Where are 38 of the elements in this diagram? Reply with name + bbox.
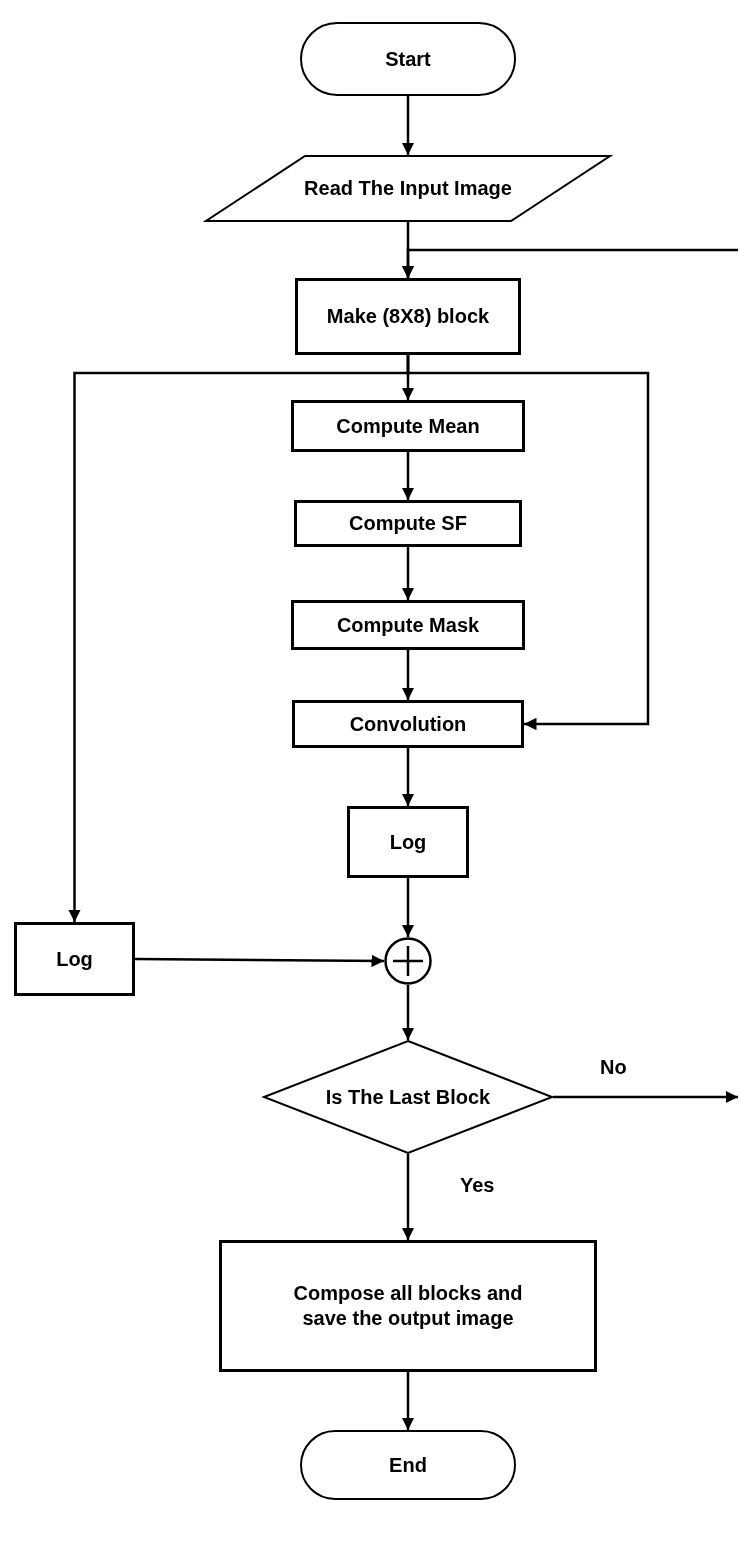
- node-label: Compute Mean: [336, 413, 480, 439]
- node-label: Start: [385, 46, 431, 72]
- arrow: [401, 650, 415, 700]
- process-box: [291, 400, 525, 452]
- process-box: [292, 700, 524, 748]
- terminal-shape: [300, 1430, 516, 1500]
- arrow: [401, 1372, 415, 1430]
- decision-diamond: [263, 1040, 553, 1154]
- node-label: Compute SF: [349, 511, 467, 536]
- node-label: Is The Last Block: [325, 1084, 491, 1110]
- arrow: [406, 355, 650, 731]
- process-box: [219, 1240, 597, 1372]
- arrow: [401, 96, 415, 155]
- terminal-shape: [300, 22, 516, 96]
- arrow: [401, 452, 415, 500]
- input-parallelogram: [205, 155, 611, 222]
- process-box: [295, 278, 521, 355]
- process-box: [347, 806, 469, 878]
- node-label: Compute Mask: [336, 612, 480, 638]
- node-label: Convolution: [349, 711, 467, 737]
- arrow: [401, 985, 415, 1040]
- node-label: Log: [389, 829, 427, 855]
- process-box: [14, 922, 135, 996]
- arrow: [401, 547, 415, 600]
- arrow: [135, 954, 384, 968]
- process-box: [291, 600, 525, 650]
- node-label: Log: [56, 946, 93, 972]
- process-box: [294, 500, 522, 547]
- node-label: Read The Input Image: [304, 176, 512, 201]
- node-label: End: [389, 1452, 427, 1478]
- node-label: Make (8X8) block: [326, 304, 490, 329]
- node-label: Compose all blocks and save the output image: [292, 1281, 524, 1331]
- arrow: [401, 748, 415, 806]
- arrow: [401, 1154, 415, 1240]
- arrow: [401, 248, 738, 278]
- summing-junction: [384, 937, 432, 985]
- arrow: [401, 878, 415, 937]
- arrow: [553, 1090, 738, 1104]
